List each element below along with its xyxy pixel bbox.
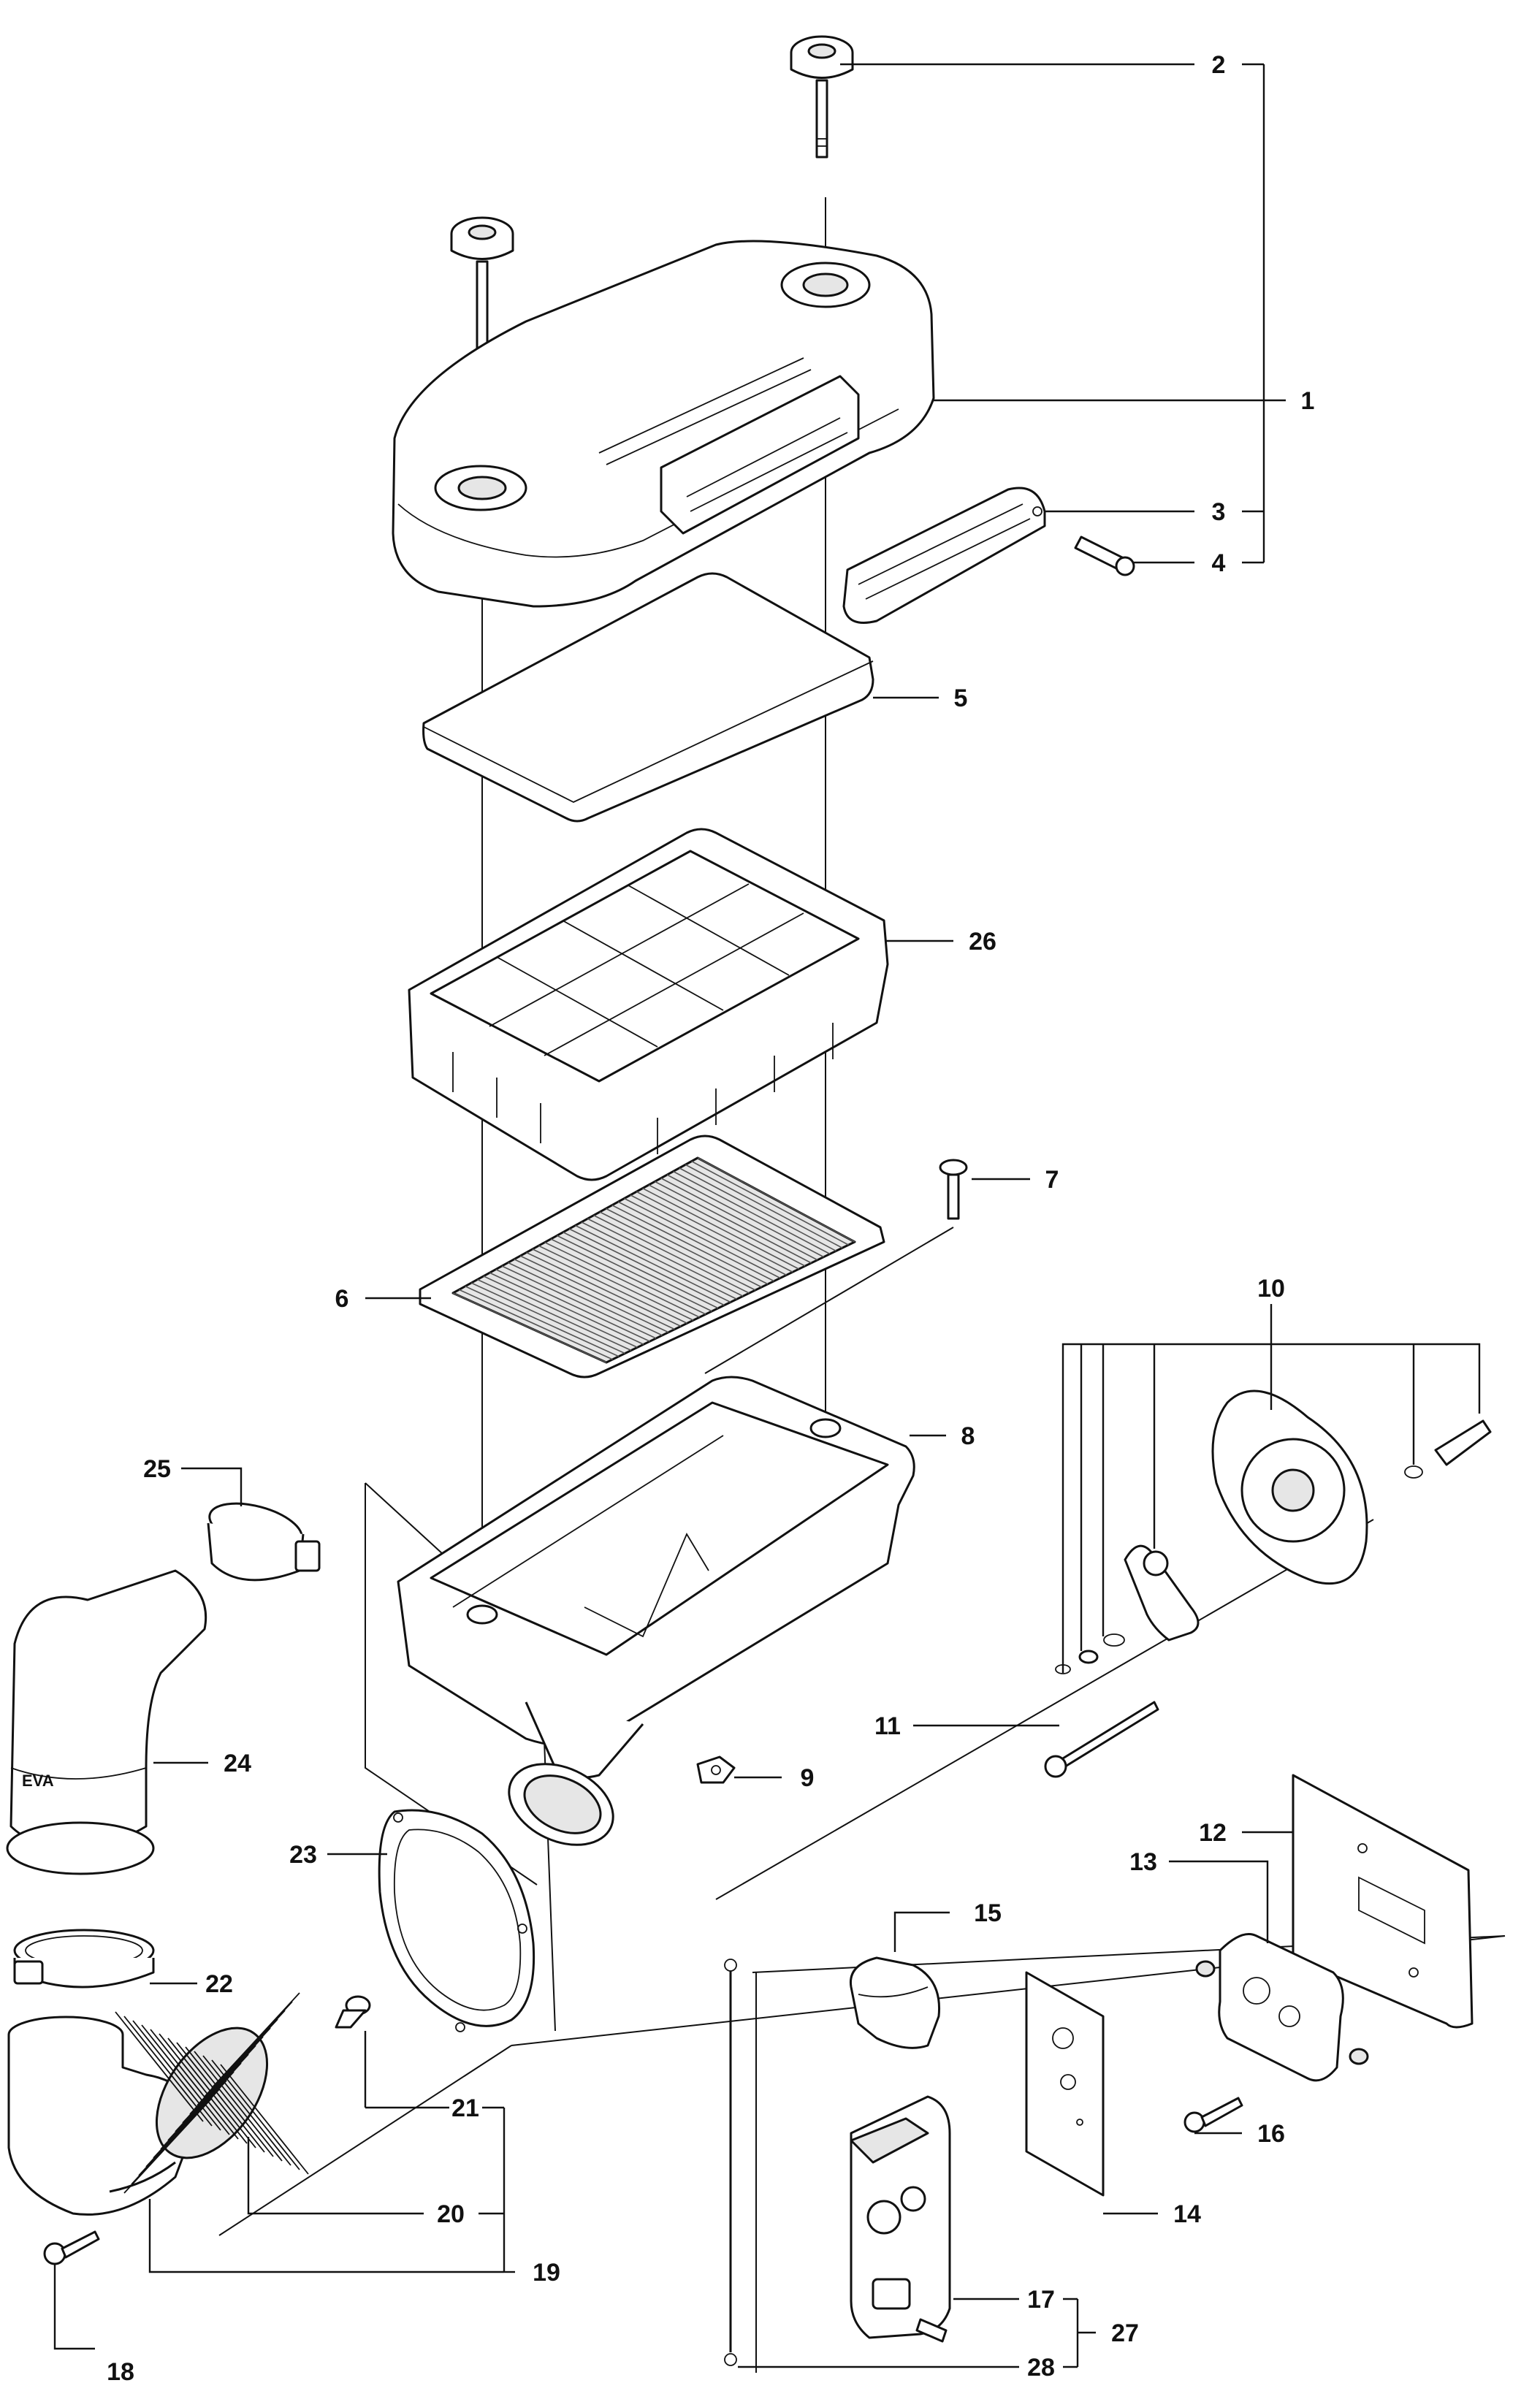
callout-3: 3	[1212, 498, 1226, 526]
cover-part-3	[842, 487, 1046, 624]
callout-16: 16	[1257, 2120, 1285, 2148]
leader-lines	[53, 63, 1481, 2368]
callout-20: 20	[437, 2200, 465, 2228]
intake-adapter-part-19	[7, 2016, 199, 2216]
callout-4: 4	[1212, 549, 1226, 577]
callout-14: 14	[1173, 2200, 1201, 2228]
hose-marking-text: EVA	[22, 1772, 54, 1790]
mesh-screen-part-20	[115, 1992, 309, 2194]
link-rod-part-28	[724, 1959, 737, 2366]
callout-2: 2	[1212, 51, 1226, 79]
knob-part-2	[790, 35, 854, 159]
callout-26: 26	[969, 928, 996, 956]
screw-part-4	[1074, 535, 1135, 576]
callout-11: 11	[874, 1712, 901, 1740]
boot-part-15	[849, 1956, 941, 2049]
screw-part-7	[939, 1159, 968, 1220]
callout-15: 15	[974, 1899, 1002, 1927]
callout-5: 5	[954, 685, 968, 712]
callout-28: 28	[1027, 2354, 1055, 2382]
pleated-filter-part-6	[419, 1135, 885, 1379]
filter-cover-part-1	[392, 240, 935, 608]
gasket-part-23	[378, 1809, 535, 2032]
callout-13: 13	[1129, 1848, 1157, 1876]
callout-numbers: 2 1 3 4 5 26 7 6 10 8 25 11 24 9 12 13 2…	[107, 51, 1314, 2383]
callout-21: 21	[451, 2094, 479, 2122]
callout-22: 22	[205, 1970, 233, 1998]
choke-assembly-part-10	[1055, 1389, 1492, 1674]
screw-part-11	[1044, 1701, 1159, 1778]
filter-grid-part-26	[408, 828, 889, 1181]
callout-9: 9	[801, 1764, 815, 1792]
callout-19: 19	[533, 2259, 560, 2287]
callout-24: 24	[224, 1750, 251, 1777]
callout-8: 8	[961, 1422, 975, 1450]
filter-housing-part-8	[397, 1376, 915, 1846]
gasket-part-14	[1025, 1971, 1105, 2197]
callout-10: 10	[1257, 1275, 1285, 1303]
hose-clamp-part-22	[13, 1929, 155, 1989]
callout-25: 25	[143, 1455, 171, 1483]
callout-12: 12	[1199, 1819, 1227, 1847]
screw-part-18	[43, 2230, 100, 2265]
gasket-plate-part-12	[1292, 1774, 1474, 2029]
knob-left	[450, 216, 514, 351]
elbow-hose-part-24: EVA	[6, 1569, 207, 1875]
mesh-lines	[115, 1992, 309, 2194]
filter-pleat-lines	[452, 1157, 855, 1363]
screw-part-16	[1183, 2097, 1243, 2133]
callout-7: 7	[1045, 1166, 1059, 1194]
callout-6: 6	[335, 1285, 349, 1313]
nut-part-9	[696, 1755, 736, 1784]
clamp-part-25	[207, 1502, 321, 1582]
callout-27: 27	[1111, 2319, 1139, 2347]
callout-1: 1	[1301, 387, 1315, 415]
insulator-part-13	[1195, 1933, 1369, 2082]
prefilter-part-5	[422, 572, 874, 823]
screw-part-21	[335, 1995, 371, 2029]
callout-23: 23	[289, 1841, 317, 1869]
callout-17: 17	[1027, 2286, 1055, 2314]
carburetor-part-17	[850, 2095, 951, 2343]
callout-18: 18	[107, 2358, 134, 2383]
